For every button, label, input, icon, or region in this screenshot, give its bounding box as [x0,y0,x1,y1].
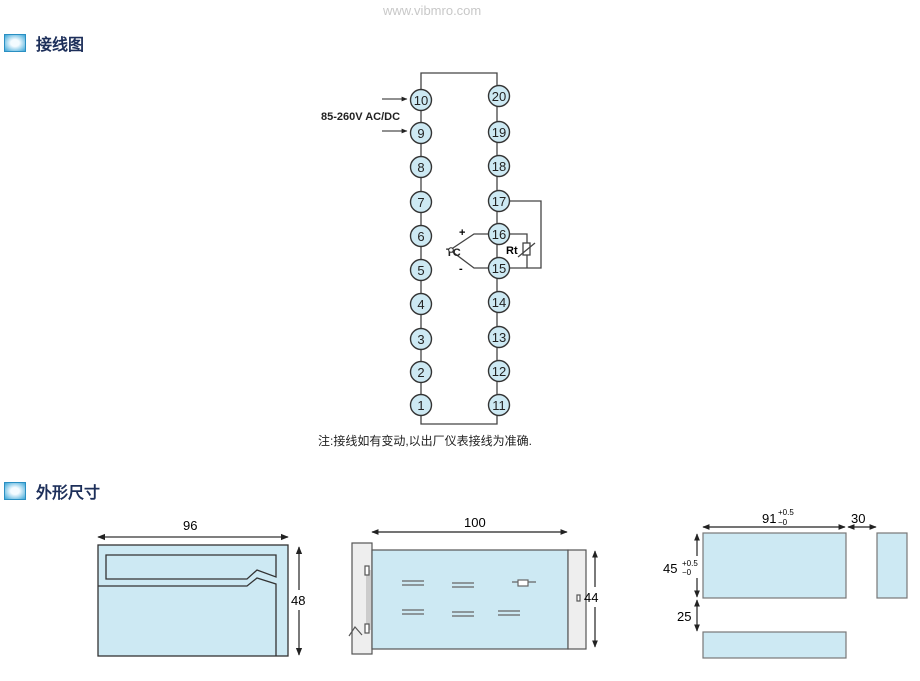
tc-plus: + [459,227,465,239]
cutout-height-tol-minus: −0 [682,568,692,577]
terminal-circle [487,325,511,349]
wiring-note: 注:接线如有变动,以出厂仪表接线为准确. [318,433,532,448]
terminal-number: 16 [492,227,506,242]
terminal-number: 17 [492,194,506,209]
terminal-circle [409,393,433,417]
terminal-circle [409,327,433,351]
cutout-width-tol-minus: −0 [778,518,788,527]
terminal-number: 19 [492,125,506,140]
side-depth: 100 [464,515,486,530]
terminal-number: 4 [417,297,424,312]
terminal-circle [409,292,433,316]
terminal-circle [487,120,511,144]
section-title: 外形尺寸 [36,483,101,502]
cutout-width: 91 [762,511,776,526]
terminal-circle [487,256,511,280]
cutout-height: 45 [663,561,677,576]
terminal-circle [487,84,511,108]
terminal-number: 13 [492,330,506,345]
terminal-number: 3 [417,332,424,347]
terminal-number: 20 [492,89,506,104]
wiring-frame [420,72,542,425]
side-view [348,529,598,655]
cutout-height-tol-plus: +0.5 [682,559,698,568]
terminal-number: 14 [492,295,506,310]
terminal-number: 6 [417,229,424,244]
terminal-circle [487,393,511,417]
watermark: www.vibmro.com [383,3,482,18]
terminal-circle [409,190,433,214]
terminal-circle [487,359,511,383]
terminal-number: 8 [417,160,424,175]
rt-label: Rt [506,245,518,257]
terminal-number: 15 [492,261,506,276]
terminal-circle [409,88,433,112]
terminal-circle [409,258,433,282]
terminal-number: 2 [417,365,424,380]
panel-cutout [694,524,908,659]
terminal-circle [409,155,433,179]
front-height: 48 [291,593,305,608]
terminal-number: 7 [417,195,424,210]
terminal-number: 18 [492,159,506,174]
section-icon [4,34,26,52]
horizontal-gap: 30 [851,511,865,526]
terminal-number: 9 [417,126,424,141]
front-width: 96 [183,518,197,533]
section-header-wiring: 接线图 [4,31,84,55]
terminal-number: 11 [492,398,506,413]
tc-minus: - [459,263,463,275]
terminal-circle [409,224,433,248]
terminal-circle [487,189,511,213]
section-header-dimensions: 外形尺寸 [4,479,100,503]
terminal-number: 5 [417,263,424,278]
terminal-circle [487,222,511,246]
terminal-number: 10 [414,93,428,108]
vertical-gap: 25 [677,609,691,624]
terminal-circle [409,121,433,145]
power-label: 85-260V AC/DC [321,111,400,123]
side-height: 44 [584,590,598,605]
section-icon [4,482,26,500]
terminal-number: 12 [492,364,506,379]
section-title: 接线图 [36,35,85,54]
cutout-width-tol-plus: +0.5 [778,508,794,517]
terminal-circle [409,360,433,384]
terminal-circle [487,154,511,178]
terminal-number: 1 [417,398,424,413]
front-view [97,533,303,657]
terminal-circle [487,290,511,314]
